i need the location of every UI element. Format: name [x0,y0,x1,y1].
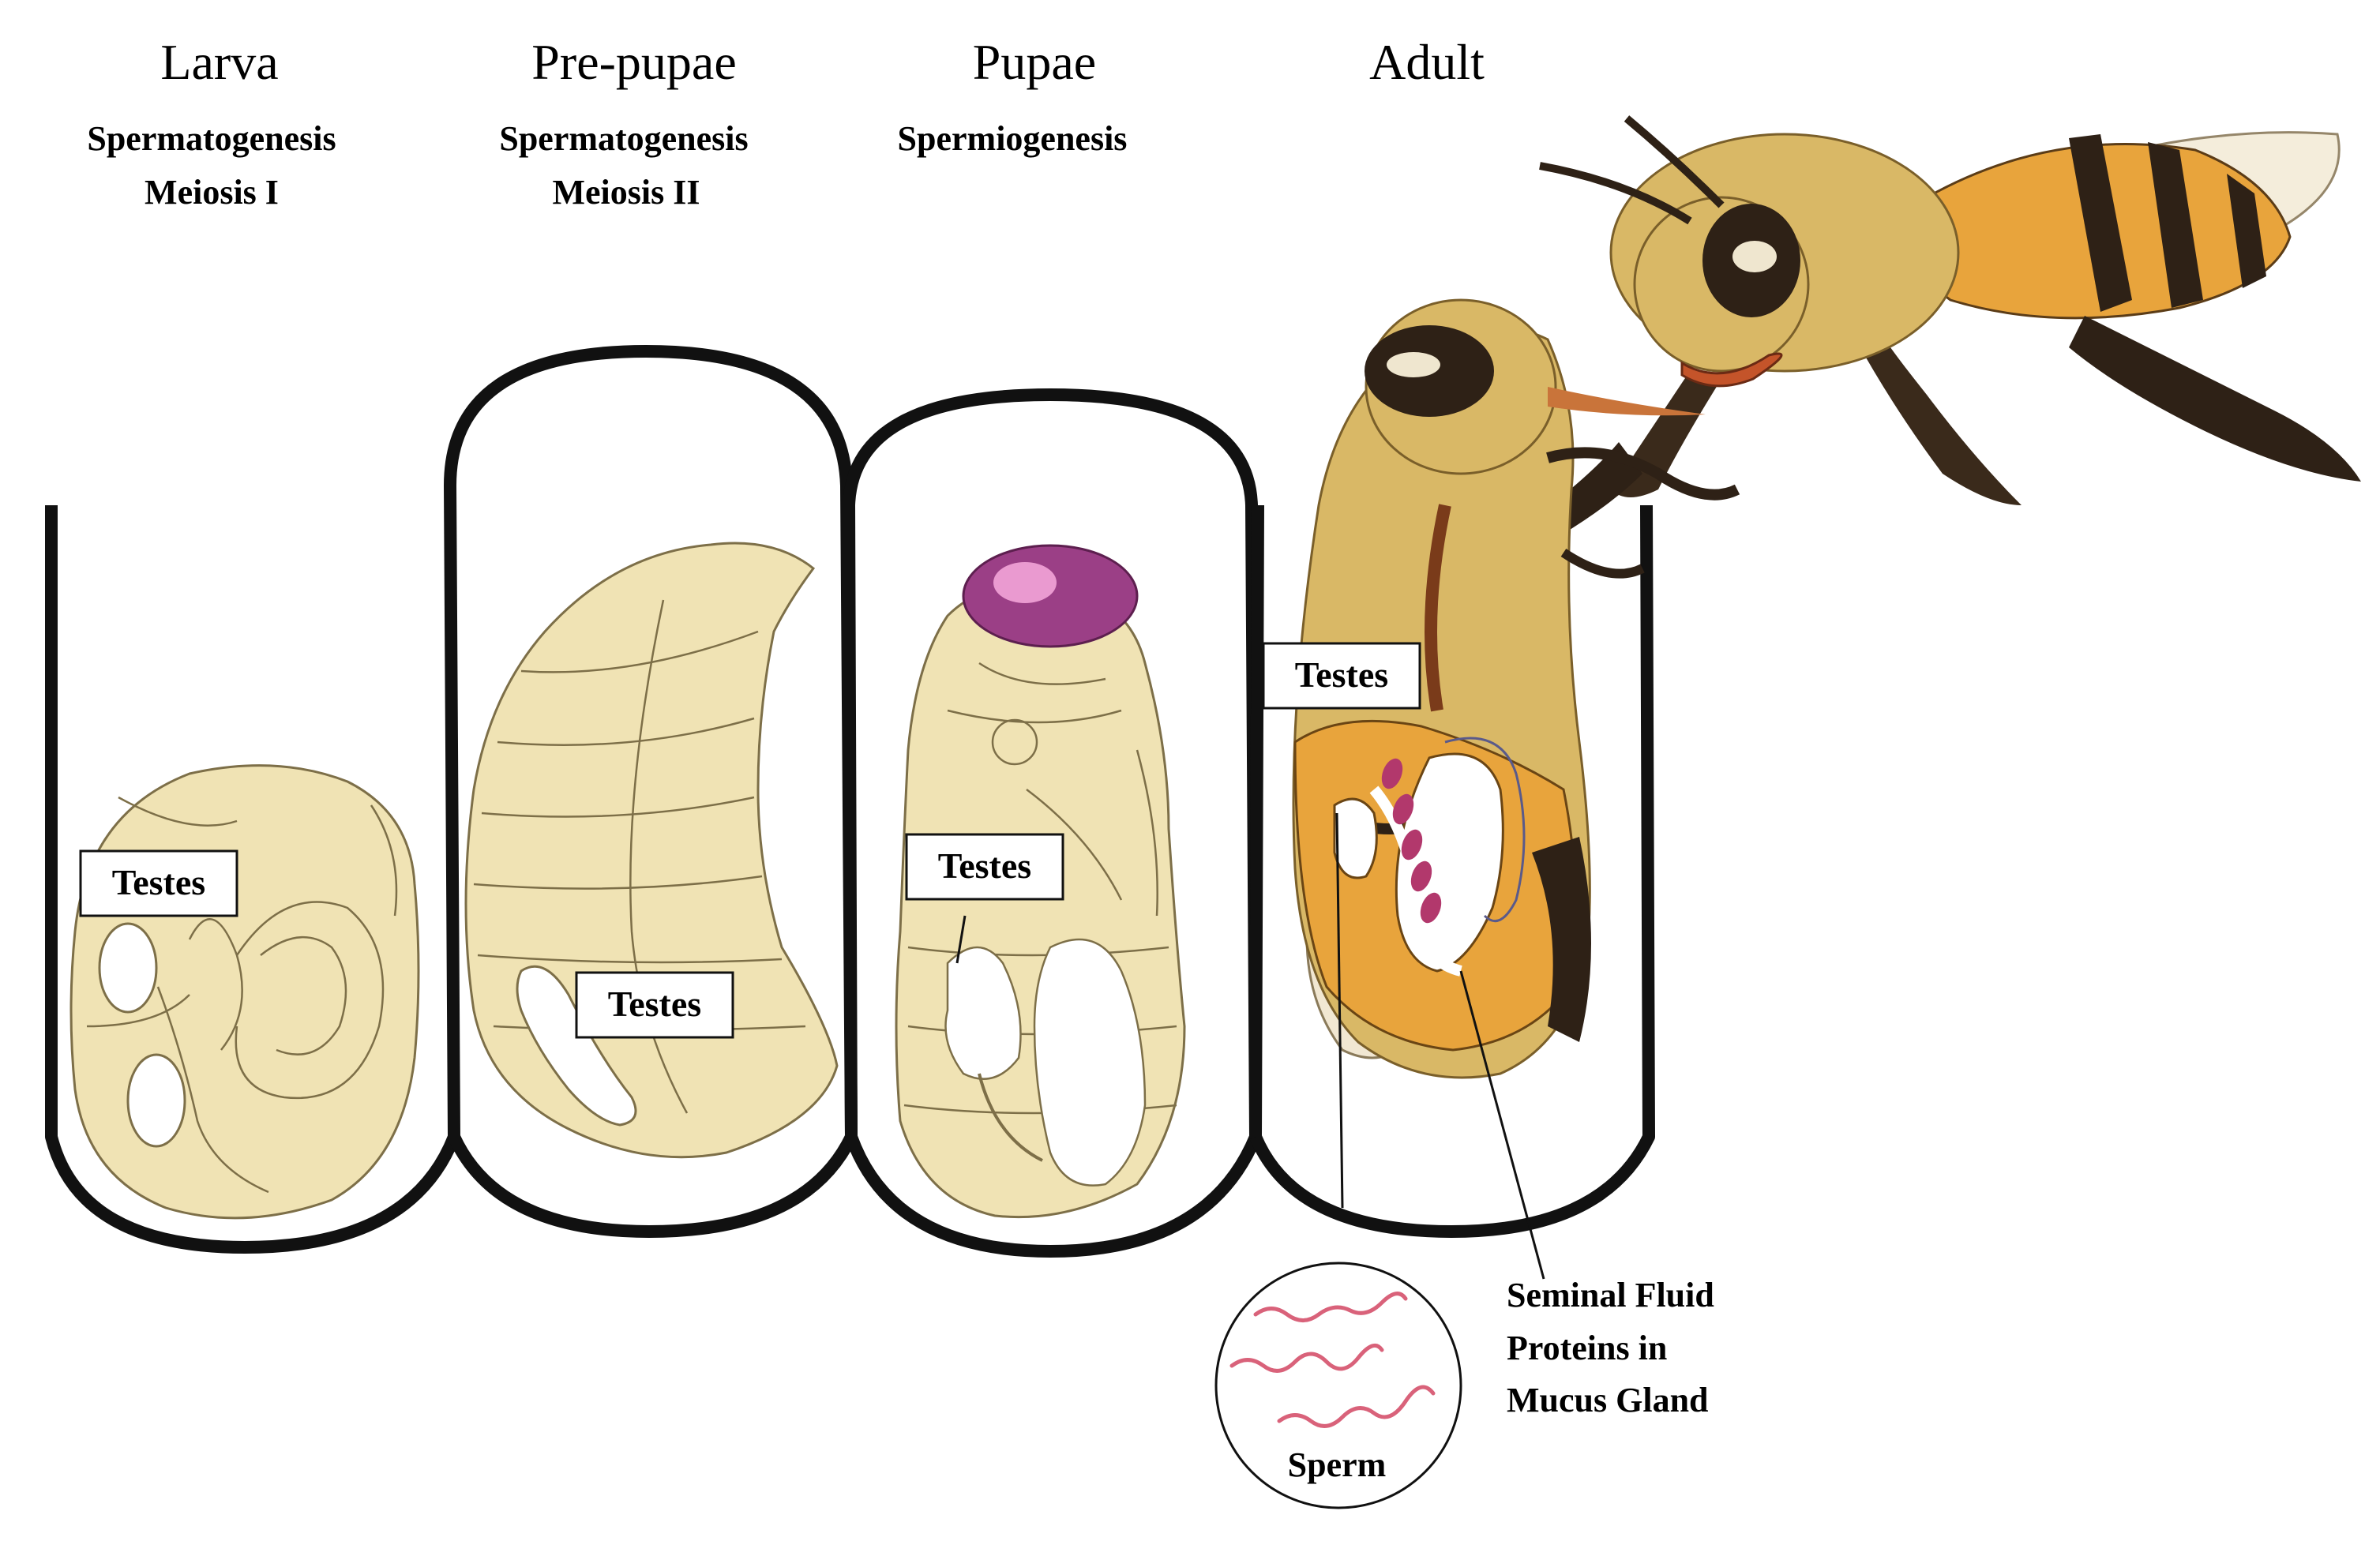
stage-headings: Larva Spermatogenesis Meiosis I Pre-pupa… [87,34,1485,212]
pupae-eye [962,544,1139,648]
sperm-cell-1 [1253,1292,1408,1322]
sperm-circle [1214,1262,1462,1509]
adult-title: Adult [1369,34,1485,90]
leader-lines [955,812,1545,1280]
testes-text-adult: Testes [1295,654,1388,695]
seminal-line-1: Seminal Fluid [1507,1276,1714,1314]
adult-testes [1333,797,1378,879]
bee-proboscis [1548,387,1706,416]
testes-text-prepupae: Testes [608,984,701,1024]
sperm-leader [1335,812,1344,1209]
prepupae-frame [444,345,858,1238]
prepupae-division: Meiosis II [553,173,700,212]
seminal-line-3: Mucus Gland [1507,1381,1709,1419]
sperm-cell-2 [1229,1343,1384,1373]
larva-testes-lower [126,1053,186,1148]
larva-division: Meiosis I [145,173,279,212]
adult-mucus-gland [1444,737,1526,923]
testes-label-larva: Testes [79,849,238,917]
prepupae-body [464,542,839,1159]
adult-bee-illustration [1292,115,2361,1079]
larva-testes-upper [98,922,158,1014]
seminal-fluid-note: Seminal Fluid Proteins in Mucus Gland [1507,1276,1714,1419]
pupae-testes [944,946,1022,1080]
larva-title: Larva [160,34,278,90]
pupae-title: Pupae [973,34,1096,90]
bee-mid-leg [1856,332,2021,505]
prepupae-illustration [464,542,839,1159]
pupae-reproductive-tract [1033,938,1147,1187]
prepupae-title: Pre-pupae [531,34,736,90]
testes-text-pupae: Testes [938,845,1031,886]
sperm-label: Sperm [1288,1445,1387,1484]
prepupae-testes [516,965,637,1127]
sperm-cell-3 [1277,1385,1436,1428]
seminal-leader [1459,970,1545,1280]
bee-tongue [1680,352,1783,388]
testes-text-larva: Testes [112,862,205,902]
pupae-process: Spermiogenesis [898,119,1128,158]
larva-frame [45,505,460,1254]
pupae-eye-highlight [993,562,1057,603]
pupae-testes-leader [955,915,967,964]
adult-gland-spots [1381,758,1442,924]
testes-label-pupae: Testes [905,833,1064,901]
stage-frames [45,345,1655,1258]
prepupae-process: Spermatogenesis [499,119,748,158]
bee-hind-leg [2069,316,2361,482]
larva-illustration [69,764,420,1220]
testes-label-adult: Testes [1262,642,1421,710]
larva-process: Spermatogenesis [87,119,336,158]
sperm-inset: Sperm [1214,1262,1462,1509]
seminal-line-2: Proteins in [1507,1329,1667,1367]
adult-frame [1249,504,1655,1238]
testes-label-prepupae: Testes [575,971,734,1039]
